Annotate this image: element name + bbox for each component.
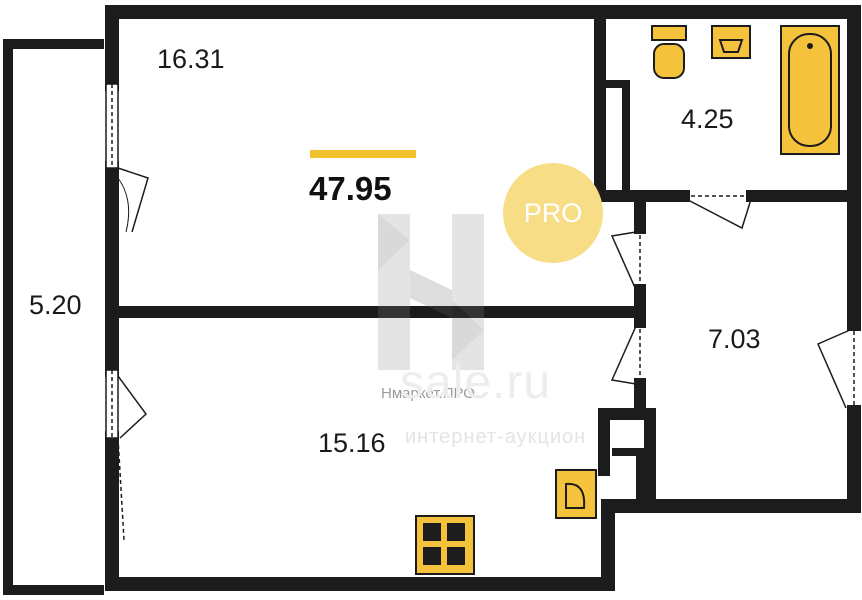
room-area-bottom: 15.16 xyxy=(318,428,386,458)
partition xyxy=(604,80,644,500)
room-area-bathroom: 4.25 xyxy=(681,104,734,134)
room-area-top-left: 16.31 xyxy=(157,44,225,74)
pro-badge: PRO xyxy=(503,163,603,263)
windows xyxy=(105,83,119,439)
total-area: 47.95 xyxy=(309,170,392,207)
toilet xyxy=(651,25,687,79)
balcony-doors xyxy=(117,167,149,541)
outer-walls xyxy=(105,5,861,591)
bathtub xyxy=(780,25,840,155)
interior-doors xyxy=(610,195,855,412)
total-area-accent-bar xyxy=(310,150,416,158)
watermark-logo xyxy=(378,214,484,370)
stove xyxy=(415,515,475,575)
watermark-brand: Нмаркет.ПРО xyxy=(381,385,475,402)
room-area-balcony: 5.20 xyxy=(29,290,82,320)
watermark-faint-sub: интернет-аукцион xyxy=(405,426,587,448)
watermark-faint-word: sale.ru xyxy=(400,356,552,409)
interior-walls xyxy=(112,12,860,506)
room-area-hallway: 7.03 xyxy=(708,324,761,354)
bath-sink xyxy=(711,25,751,59)
pro-badge-text: PRO xyxy=(523,197,583,228)
balcony-outline xyxy=(3,39,104,595)
kitchen-sink xyxy=(555,469,597,519)
